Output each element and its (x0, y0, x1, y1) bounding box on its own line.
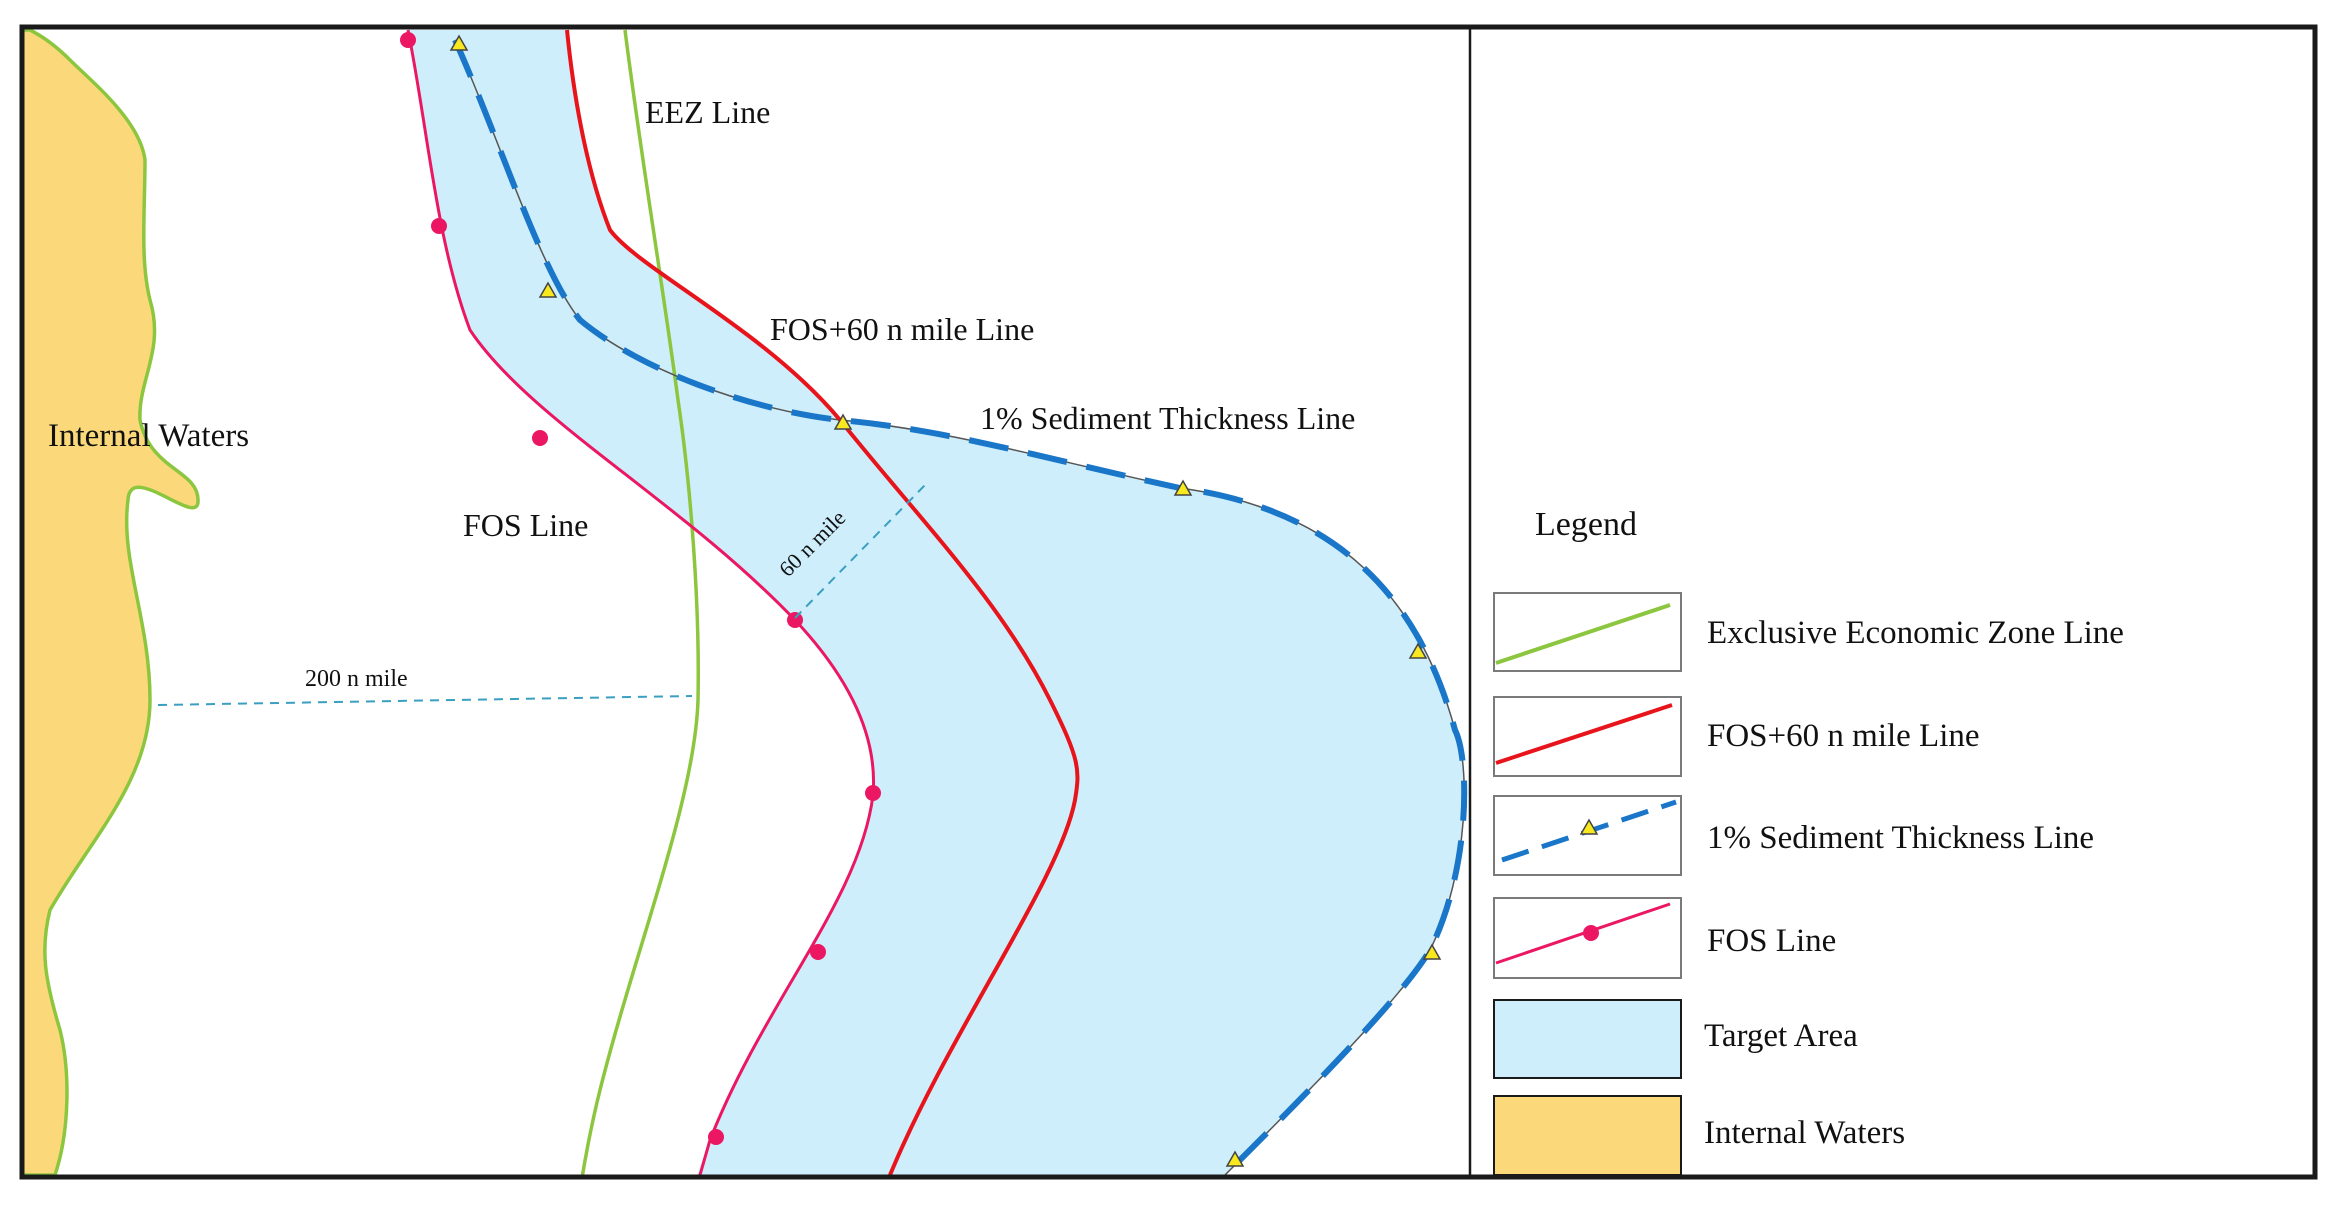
triangle-marker (1422, 943, 1442, 960)
sediment-line-markers (449, 34, 1442, 1167)
internal-waters-label: Internal Waters (48, 418, 249, 454)
legend-item-sediment: 1% Sediment Thickness Line (1493, 795, 2094, 876)
triangle-marker (1408, 642, 1428, 659)
legend-label: Internal Waters (1704, 1115, 1905, 1151)
yellow-swatch-icon (1493, 1095, 1682, 1176)
fos-marker (532, 430, 548, 446)
green-line-icon (1495, 603, 1671, 665)
legend-label: 1% Sediment Thickness Line (1707, 820, 2094, 856)
fos-60-line (565, 29, 1080, 1176)
map-frame (19, 24, 2318, 1180)
triangle-marker (833, 413, 853, 430)
eez-line (580, 29, 700, 1179)
legend: Legend Exclusive Economic Zone Line FOS+… (1493, 506, 2124, 1176)
fos-line (406, 29, 876, 1176)
red-line-icon (1495, 703, 1673, 765)
triangle-marker (449, 34, 469, 51)
triangle-marker (1173, 479, 1193, 496)
internal-waters-area (20, 28, 200, 1177)
legend-item-fos: FOS Line (1493, 897, 1836, 979)
fos-marker (787, 612, 803, 628)
fos-line-label: FOS Line (463, 507, 588, 543)
legend-item-eez: Exclusive Economic Zone Line (1493, 592, 2124, 672)
dist-200-line (157, 695, 693, 706)
eez-line-label: EEZ Line (645, 94, 770, 130)
target-area (408, 30, 1465, 1175)
legend-label: Target Area (1704, 1018, 1858, 1054)
triangle-marker (1225, 1150, 1245, 1167)
fos-marker (431, 218, 447, 234)
legend-title: Legend (1535, 506, 1637, 543)
legend-item-internal-waters: Internal Waters (1493, 1095, 1905, 1176)
sediment-line-label: 1% Sediment Thickness Line (980, 400, 1355, 436)
legend-label: FOS Line (1707, 923, 1836, 959)
fos-line-markers (400, 32, 881, 1145)
legend-label: FOS+60 n mile Line (1707, 718, 1980, 754)
legend-item-fos-60: FOS+60 n mile Line (1493, 696, 1980, 777)
legend-box (1493, 696, 1682, 777)
triangle-marker (538, 281, 558, 298)
dist-200-label: 200 n mile (305, 666, 408, 692)
legend-item-target-area: Target Area (1493, 999, 1858, 1079)
legend-box (1493, 795, 1682, 876)
light-blue-swatch-icon (1493, 999, 1682, 1079)
fos-60-line-label: FOS+60 n mile Line (770, 311, 1034, 347)
fos-marker (1583, 925, 1599, 941)
legend-label: Exclusive Economic Zone Line (1707, 615, 2124, 651)
fos-marker (400, 32, 416, 48)
fos-marker (865, 785, 881, 801)
triangle-marker (1579, 818, 1599, 835)
pink-dotted-line-icon (1495, 902, 1671, 965)
fos-marker (810, 944, 826, 960)
fos-marker (708, 1129, 724, 1145)
